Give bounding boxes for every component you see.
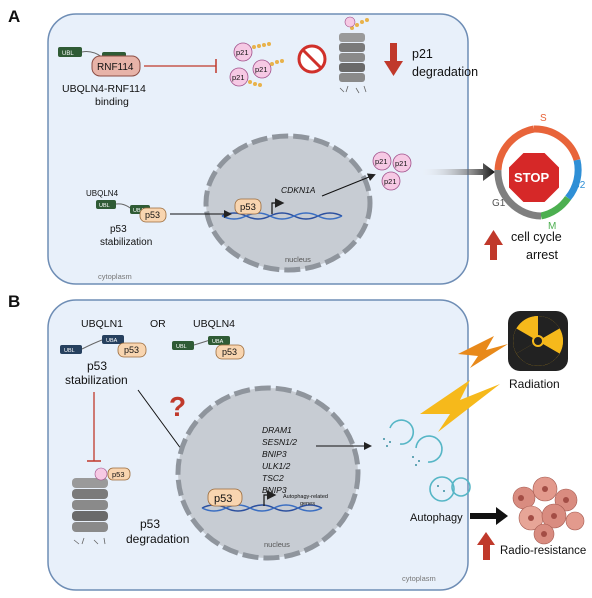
gene-list: DRAM1 SESN1/2 BNIP3 ULK1/2 TSC2 BNIP3 — [262, 425, 297, 495]
autophagy-label: Autophagy — [410, 512, 463, 524]
nucleus-b-label: nucleus — [264, 540, 290, 549]
svg-text:p53: p53 — [240, 202, 256, 213]
p53-protein-nucleus-b — [207, 488, 243, 507]
svg-text:UBL: UBL — [176, 344, 187, 350]
p53-stabilization-a-2: stabilization — [100, 237, 152, 248]
cell-cycle-icon — [494, 125, 582, 220]
radio-resistance-label: Radio-resistance — [500, 545, 586, 557]
panel-b-letter: B — [8, 292, 20, 311]
or-label: OR — [150, 318, 166, 330]
autophagy-genes-label-1: Autophagy-related — [283, 494, 328, 500]
cdkn1a-label: CDKN1A — [281, 185, 316, 195]
binding-label-1: UBQLN4-RNF114 — [62, 83, 146, 95]
dna-icon-b — [201, 504, 323, 512]
svg-text:p53: p53 — [124, 345, 139, 355]
p53-protein-b2 — [215, 344, 245, 360]
p53-degradation-label-2: degradation — [126, 532, 189, 546]
nucleus-a — [203, 133, 373, 273]
gene-item: ULK1/2 — [262, 461, 291, 471]
g1-phase-label: G1 — [492, 198, 506, 209]
svg-text:UBL: UBL — [62, 51, 74, 57]
ubqln1-molecule: UBL UBA — [60, 335, 124, 354]
ubqln1-label: UBQLN1 — [81, 318, 123, 330]
ubqln4-label-a: UBQLN4 — [86, 189, 119, 198]
lightning-bolt-icon — [420, 336, 508, 432]
rnf114-protein — [91, 55, 141, 77]
gene-item: BNIP3 — [262, 449, 287, 459]
autophagosome-icon — [389, 419, 471, 502]
question-mark: ? — [169, 391, 186, 422]
svg-text:p21: p21 — [236, 48, 249, 57]
tumor-cells-icon — [512, 476, 585, 545]
svg-text:UBA: UBA — [106, 338, 118, 344]
svg-text:p21: p21 — [232, 73, 245, 82]
svg-text:p53: p53 — [222, 347, 237, 357]
svg-text:p53: p53 — [214, 493, 232, 505]
s-phase-label: S — [540, 113, 547, 124]
svg-text:p21: p21 — [384, 177, 397, 186]
svg-text:UBL: UBL — [64, 348, 75, 354]
arrest-label-1: cell cycle — [511, 230, 562, 244]
p21-cluster-top: p21 p21 p21 — [229, 42, 284, 87]
arrow-to-cell-cycle — [418, 163, 495, 181]
up-arrow-icon-a — [484, 230, 503, 260]
p21-cluster-right: p21 p21 p21 — [372, 151, 412, 191]
ubqln4-label-b: UBQLN4 — [193, 318, 235, 330]
radiation-hazard-icon — [508, 311, 568, 371]
svg-text:p21: p21 — [395, 159, 408, 168]
nucleus-b — [175, 385, 361, 561]
p53-stabilization-a-1: p53 — [110, 224, 127, 235]
ubqln4-molecule-a: UBL UBA — [96, 200, 150, 214]
m-phase-label: M — [548, 221, 556, 232]
radiation-label: Radiation — [509, 377, 560, 391]
p53-stabilization-b-1: p53 — [87, 359, 107, 373]
binding-label-2: binding — [95, 96, 129, 108]
p53-protein-nucleus-a — [234, 198, 262, 215]
panel-a-letter: A — [8, 7, 20, 26]
cytoplasm-label-b: cytoplasm — [402, 574, 436, 583]
gene-item: SESN1/2 — [262, 437, 297, 447]
svg-text:p21: p21 — [375, 157, 388, 166]
no-entry-icon — [297, 44, 327, 74]
ubqln4-molecule-b: UBL UBA — [172, 336, 230, 350]
up-arrow-icon-b — [477, 532, 495, 560]
down-arrow-icon-a — [384, 43, 403, 76]
p21-degradation-label-2: degradation — [412, 65, 478, 79]
tss-arrow-b — [263, 490, 277, 506]
tss-arrow-a — [271, 198, 285, 214]
stop-sign-icon — [507, 151, 561, 204]
proteasome-icon-a — [339, 16, 369, 94]
svg-text:UBA: UBA — [133, 208, 145, 214]
p53-protein-b1 — [117, 342, 147, 358]
rnf114-label: RNF114 — [97, 62, 134, 73]
nucleus-a-label: nucleus — [285, 255, 311, 264]
autophagy-genes-label-2: genes — [300, 501, 315, 507]
arrow-to-p21-a — [321, 173, 376, 197]
p53-stabilization-b-2: stabilization — [65, 373, 128, 387]
gene-item: BNIP3 — [262, 485, 287, 495]
proteasome-icon-b: p53 — [72, 467, 131, 545]
g2-phase-label: G2 — [572, 180, 586, 191]
p21-degradation-label-1: p21 — [412, 47, 433, 61]
p53-degradation-label-1: p53 — [140, 517, 160, 531]
arrow-to-tumor — [470, 507, 508, 525]
svg-text:UBA: UBA — [212, 339, 224, 345]
svg-text:p21: p21 — [255, 65, 268, 74]
stop-label: STOP — [514, 170, 549, 185]
gene-item: DRAM1 — [262, 425, 292, 435]
p53-protein-a — [139, 207, 167, 223]
gene-item: TSC2 — [262, 473, 284, 483]
svg-text:p53: p53 — [112, 470, 125, 479]
svg-text:UBL: UBL — [99, 203, 110, 209]
cytoplasm-label-a: cytoplasm — [98, 272, 132, 281]
arrest-label-2: arrest — [526, 248, 558, 262]
dna-icon-a — [221, 212, 343, 220]
svg-text:p53: p53 — [145, 210, 160, 220]
